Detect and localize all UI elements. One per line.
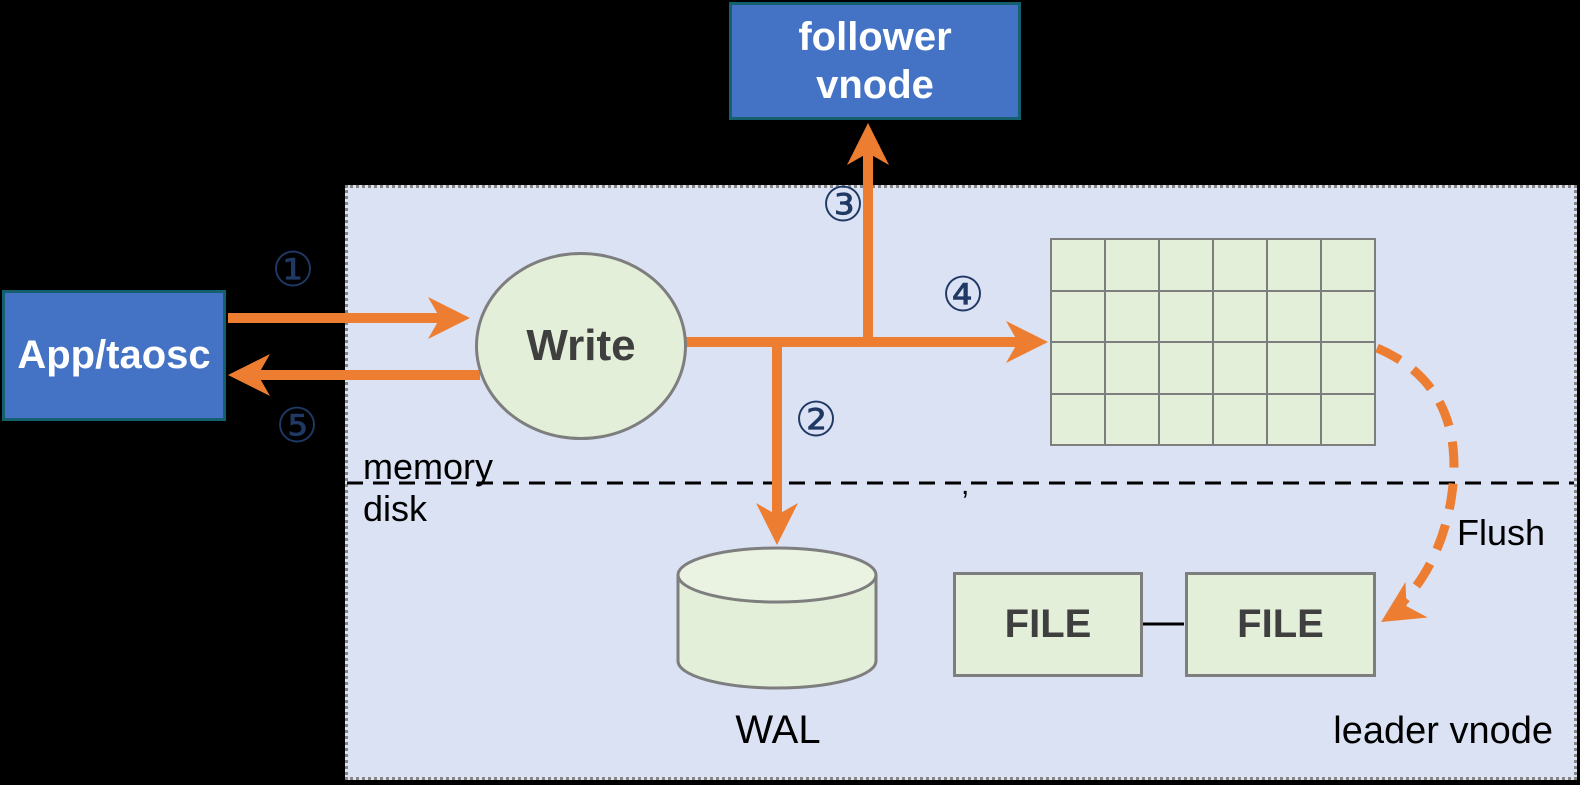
step-2-badge: ② [794, 394, 838, 447]
memtable-cell [1160, 240, 1212, 290]
disk-label: disk [363, 488, 428, 529]
memory-label: memory [363, 446, 494, 487]
memtable-cell [1160, 291, 1212, 341]
memtable-cell [1214, 394, 1266, 444]
write-label: Write [526, 321, 636, 370]
memtable-cell [1106, 343, 1158, 393]
file-node: FILE [1185, 572, 1376, 677]
memtable-cell [1322, 291, 1374, 341]
write-circle: Write [475, 252, 687, 440]
memtable-cell [1160, 394, 1212, 444]
file-node: FILE [953, 572, 1143, 677]
leader-vnode-label: leader vnode [1333, 710, 1553, 752]
file-label: FILE [1004, 602, 1092, 646]
step-5-badge: ⑤ [275, 400, 319, 453]
app-taosc-label: App/taosc [17, 333, 211, 377]
memtable-grid [1050, 238, 1376, 446]
flush-label: Flush [1457, 512, 1546, 553]
memtable-cell [1268, 343, 1320, 393]
memtable-cell [1322, 394, 1374, 444]
memtable-cell [1160, 343, 1212, 393]
memtable-cell [1322, 240, 1374, 290]
wal-label: WAL [735, 708, 821, 752]
follower-vnode-node: follower vnode [729, 2, 1021, 120]
app-taosc-node: App/taosc [2, 290, 226, 421]
memtable-cell [1052, 291, 1104, 341]
follower-vnode-label: follower vnode [798, 15, 952, 107]
step-1-badge: ① [271, 244, 315, 297]
arrow-write-to-app-head-icon [228, 354, 270, 396]
memtable-cell [1268, 240, 1320, 290]
memtable-cell [1052, 240, 1104, 290]
step-4-badge: ④ [941, 269, 985, 322]
memtable-cell [1268, 291, 1320, 341]
memtable-cell [1106, 394, 1158, 444]
memtable-cell [1106, 291, 1158, 341]
memtable-cell [1322, 343, 1374, 393]
memtable-cell [1268, 394, 1320, 444]
file-label: FILE [1237, 602, 1324, 646]
memtable-cell [1214, 240, 1266, 290]
step-3-badge: ③ [821, 179, 865, 232]
memtable-cell [1214, 291, 1266, 341]
memtable-cell [1214, 343, 1266, 393]
arrow-to-follower-head-icon [847, 123, 889, 165]
memtable-cell [1106, 240, 1158, 290]
memtable-cell [1052, 394, 1104, 444]
memtable-cell [1052, 343, 1104, 393]
stray-comma-mark: , [961, 468, 970, 501]
